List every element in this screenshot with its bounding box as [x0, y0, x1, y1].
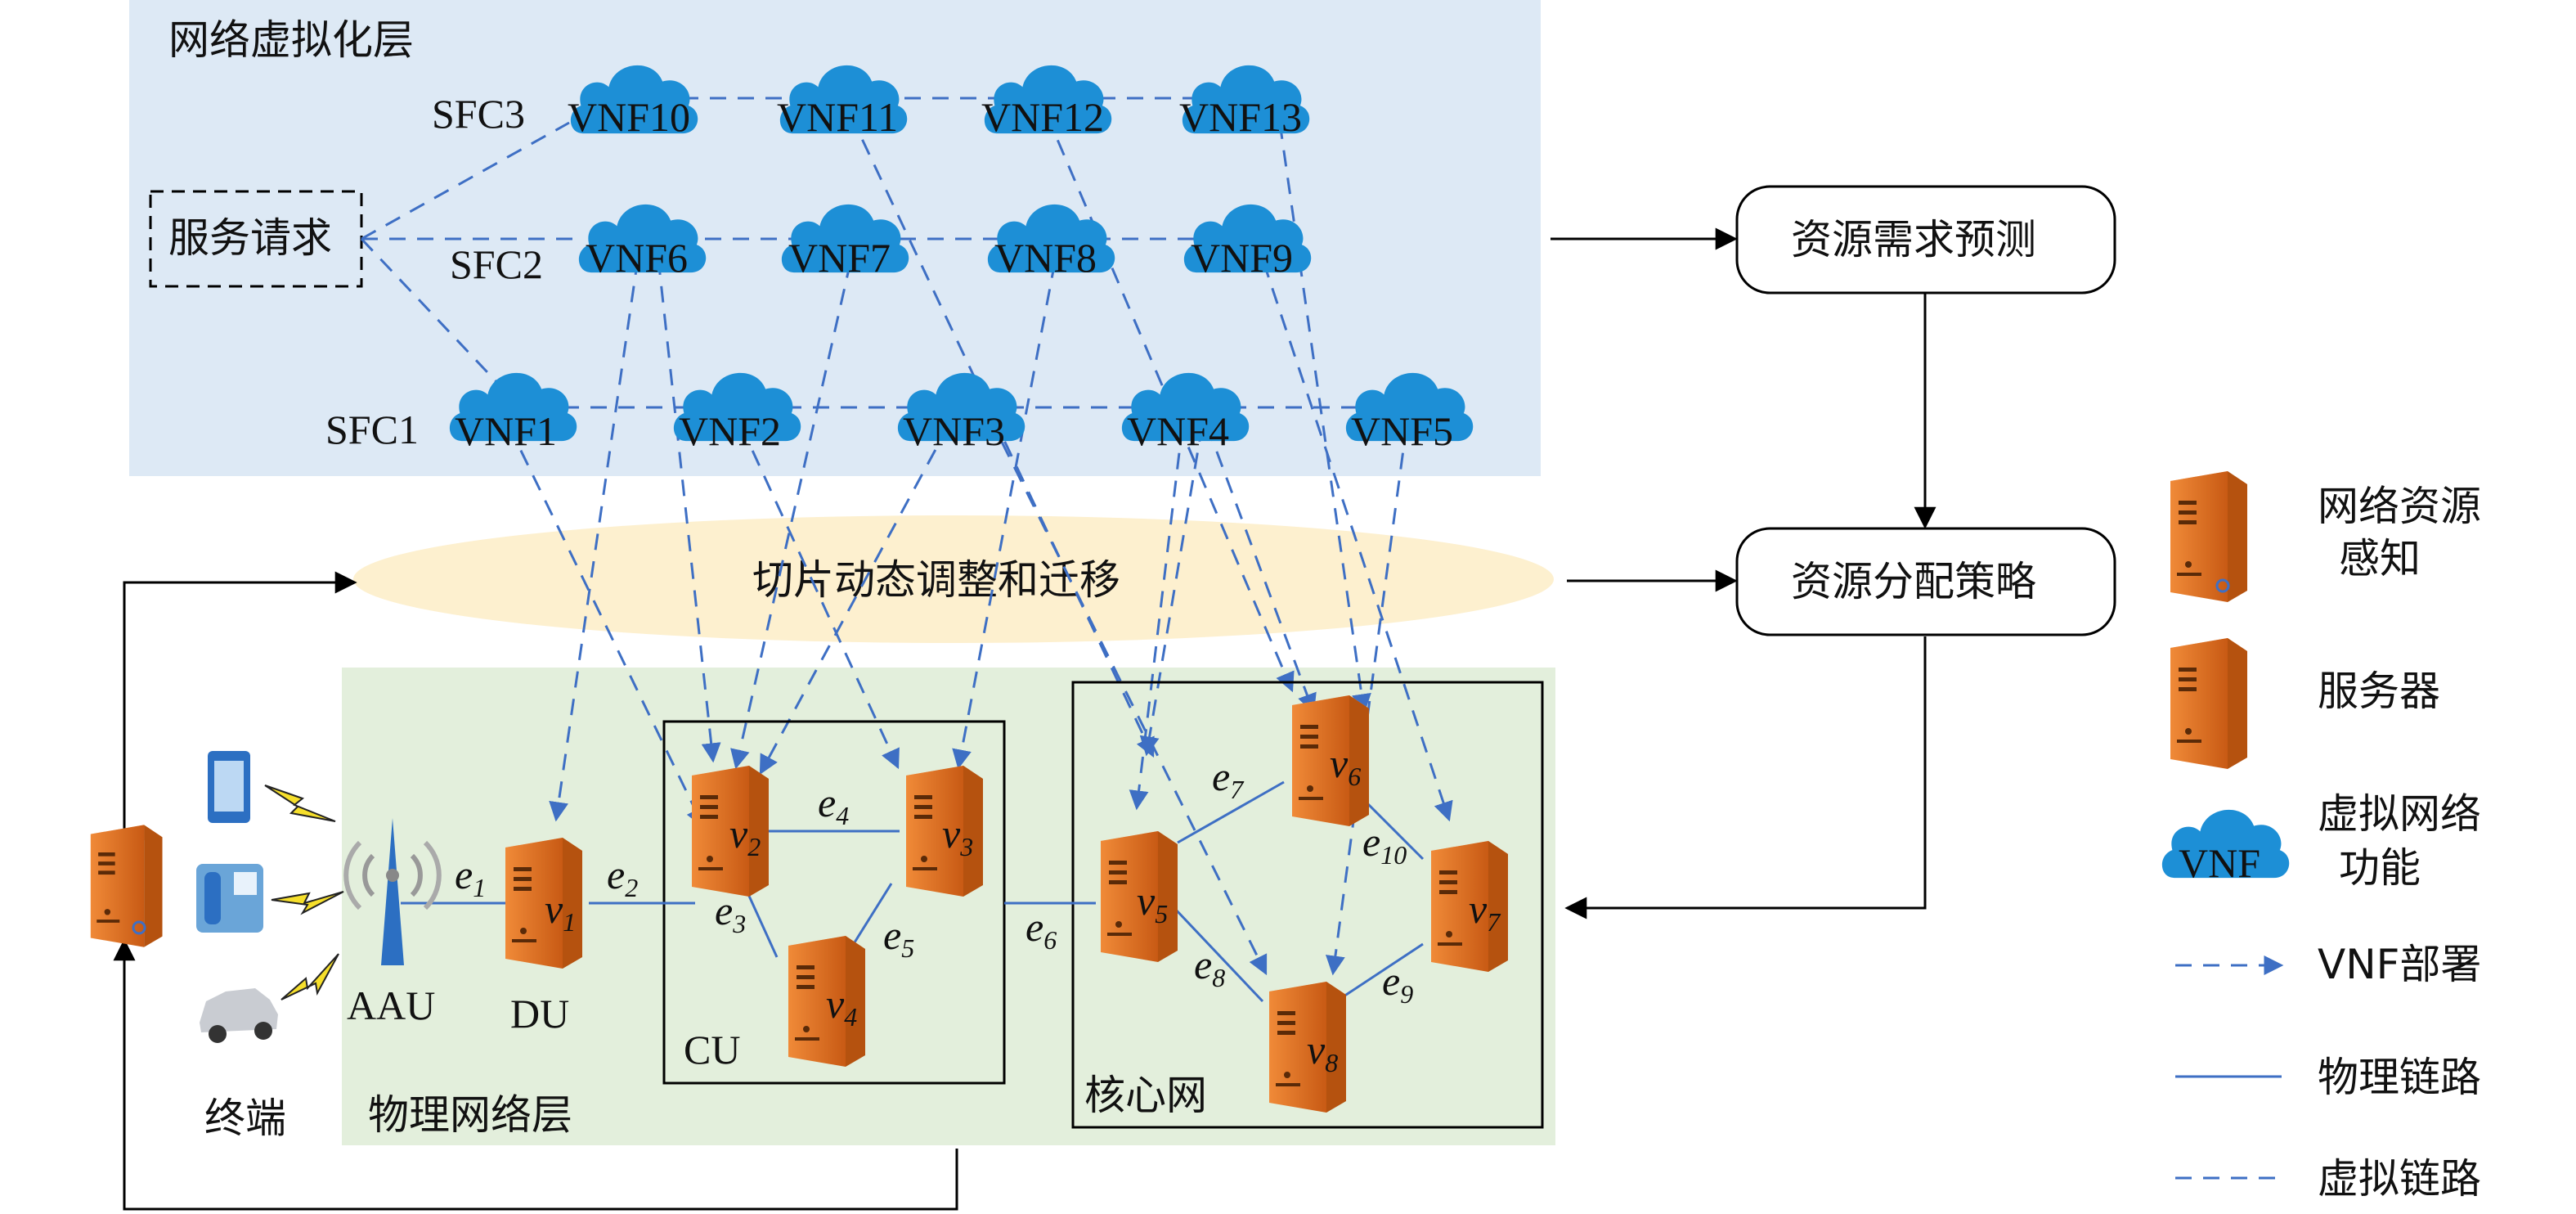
service-request-label: 服务请求	[168, 214, 332, 262]
core-network-region	[1071, 681, 1544, 1129]
vnf13-label: VNF13	[1179, 94, 1302, 140]
aau-label: AAU	[347, 982, 435, 1028]
legend-network-awareness-line2: 感知	[2339, 535, 2421, 582]
node-v2-label: v2	[729, 811, 761, 861]
edge-e2-label: e2	[607, 852, 638, 902]
node-v6-label: v6	[1330, 740, 1361, 791]
vnf12-label: VNF12	[981, 94, 1104, 140]
awareness-server-icon	[90, 825, 163, 947]
legend: 网络资源 感知 服务器 VNF 虚拟网络 功能 VNF部署 物理链路 虚拟链路	[2161, 471, 2481, 1203]
node-v7-label: v7	[1469, 886, 1501, 937]
node-v5-label: v5	[1137, 878, 1168, 928]
legend-network-awareness-server-icon	[2170, 471, 2247, 602]
vnf5-label: VNF5	[1351, 408, 1453, 454]
edge-e4-label: e4	[818, 780, 849, 830]
physical-layer-title: 物理网络层	[368, 1091, 572, 1139]
vnf3-label: VNF3	[903, 408, 1005, 454]
terminal-label: 终端	[204, 1095, 286, 1142]
legend-server-icon	[2170, 638, 2247, 769]
phone-icon	[208, 751, 250, 823]
legend-awareness-indicator	[2215, 578, 2230, 593]
legend-vnf-icon-label: VNF	[2179, 840, 2260, 886]
vnf1-label: VNF1	[455, 408, 557, 454]
resource-prediction-box	[1735, 185, 2116, 295]
edge-e7-label: e7	[1212, 753, 1245, 804]
node-v4-label: v4	[826, 981, 857, 1032]
vnf6-label: VNF6	[586, 235, 688, 281]
vnf2-label: VNF2	[679, 408, 781, 454]
legend-server-label: 服务器	[2318, 668, 2440, 715]
vnf7-label: VNF7	[788, 235, 891, 281]
edge-e10-label: e10	[1362, 819, 1407, 870]
resource-allocation-label: 资源分配策略	[1791, 558, 2036, 605]
node-v1-label: v1	[545, 886, 576, 937]
aau-antenna-icon	[343, 818, 442, 965]
node-v3-label: v3	[942, 811, 973, 861]
slicing-label: 切片动态调整和迁移	[752, 556, 1120, 604]
wireless-bolt-icon	[264, 785, 344, 1000]
control-flow	[113, 227, 1936, 1211]
car-icon	[200, 988, 278, 1043]
node-v1-server-icon	[505, 838, 582, 969]
legend-vnf-deploy-label: VNF部署	[2318, 941, 2481, 988]
edge-e6-label: e6	[1025, 904, 1057, 955]
edge-e1-label: e1	[455, 852, 486, 902]
legend-vnf-function-line2: 功能	[2339, 844, 2421, 892]
cu-label: CU	[684, 1027, 740, 1072]
edge-e9-label: e9	[1382, 958, 1413, 1009]
vnf9-label: VNF9	[1191, 235, 1293, 281]
vnf10-label: VNF10	[568, 94, 690, 140]
resource-prediction-label: 资源需求预测	[1791, 216, 2036, 263]
node-v8-label: v8	[1307, 1027, 1338, 1077]
node-labels: v1 v2 v3 v4 v5 v6 v7 v8	[545, 740, 1501, 1077]
legend-physical-link-label: 物理链路	[2318, 1054, 2481, 1101]
vnf4-label: VNF4	[1127, 408, 1229, 454]
vnf-deploy-arrows	[507, 114, 1453, 976]
edge-e3-label: e3	[715, 888, 746, 938]
virtual-link-req-sfc3	[361, 121, 570, 241]
terminal-devices	[196, 751, 344, 1043]
legend-virtual-link-label: 虚拟链路	[2318, 1155, 2481, 1203]
vnf11-label: VNF11	[777, 94, 898, 140]
slicing-ellipse	[353, 515, 1554, 643]
core-network-label: 核心网	[1084, 1072, 1207, 1119]
resource-allocation-box	[1735, 527, 2116, 636]
sfc3-label: SFC3	[432, 91, 525, 137]
legend-network-awareness-line1: 网络资源	[2318, 483, 2481, 530]
legend-vnf-function-line1: 虚拟网络	[2318, 790, 2481, 838]
du-label: DU	[510, 991, 569, 1036]
vnf-clouds: VNF10 VNF11 VNF12 VNF13 VNF6 VNF7 VNF8 V…	[449, 65, 1474, 454]
sfc1-label: SFC1	[325, 407, 419, 452]
awareness-server-indicator	[132, 920, 146, 935]
edge-e5-label: e5	[883, 912, 914, 963]
virtualization-layer-title: 网络虚拟化层	[168, 16, 414, 64]
virtual-link-req-sfc1	[360, 237, 502, 388]
vnf8-label: VNF8	[994, 235, 1097, 281]
edge-e8-label: e8	[1194, 942, 1225, 992]
edge-labels: e1 e2 e3 e4 e5 e6 e7 e8 e9 e10	[455, 753, 1413, 1009]
sfc2-label: SFC2	[450, 241, 543, 287]
telephone-icon	[196, 864, 263, 933]
